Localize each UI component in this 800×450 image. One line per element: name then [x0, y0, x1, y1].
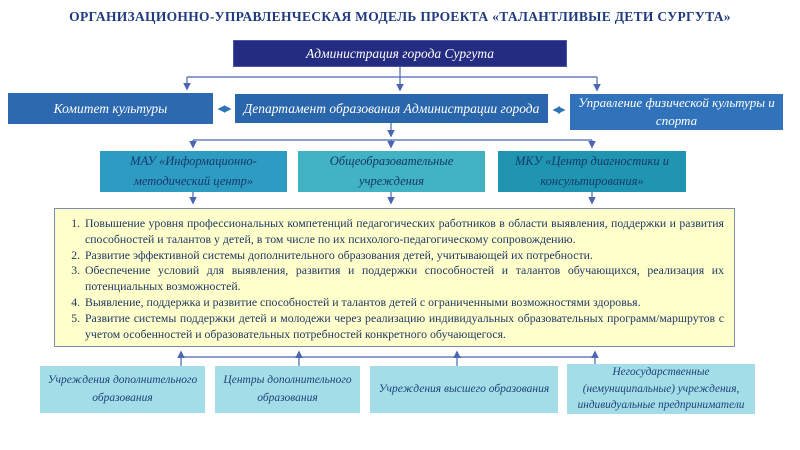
task-item: Развитие системы поддержки детей и молод…	[83, 311, 724, 343]
node-culture-committee-label: Комитет культуры	[53, 100, 168, 116]
node-private-organizations-label: Негосударственные (немуниципальные) учре…	[577, 366, 745, 412]
node-city-administration: Администрация города Сургута	[233, 40, 567, 67]
task-item: Повышение уровня профессиональных компет…	[83, 216, 724, 248]
node-private-organizations: Негосударственные (немуниципальные) учре…	[567, 364, 755, 414]
task-item: Обеспечение условий для выявления, разви…	[83, 263, 724, 295]
node-schools-label: Общеобразовательные учреждения	[329, 154, 454, 188]
node-higher-education-label: Учреждения высшего образования	[378, 382, 550, 395]
node-additional-education-centers: Центры дополнительного образования	[215, 366, 360, 413]
node-education-department-label: Департамент образования Администрации го…	[243, 100, 540, 116]
node-education-department: Департамент образования Администрации го…	[235, 94, 548, 123]
node-imc-label: МАУ «Информационно-методический центр»	[130, 154, 257, 188]
node-sport-department: Управление физической культуры и спорта	[570, 94, 783, 130]
tasks-panel: Повышение уровня профессиональных компет…	[54, 208, 735, 347]
tasks-list: Повышение уровня профессиональных компет…	[55, 209, 734, 348]
node-diagnostics-center-label: МКУ «Центр диагностики и консультировани…	[515, 154, 669, 188]
task-item: Развитие эффективной системы дополнитель…	[83, 248, 724, 264]
node-sport-department-label: Управление физической культуры и спорта	[578, 95, 775, 128]
node-additional-education-label: Учреждения дополнительного образования	[47, 374, 198, 404]
diagram-title: ОРГАНИЗАЦИОННО-УПРАВЛЕНЧЕСКАЯ МОДЕЛЬ ПРО…	[69, 9, 731, 24]
task-item: Выявление, поддержка и развитие способно…	[83, 295, 724, 311]
node-city-administration-label: Администрация города Сургута	[305, 45, 495, 61]
node-schools: Общеобразовательные учреждения	[298, 151, 485, 192]
node-additional-education: Учреждения дополнительного образования	[40, 366, 205, 413]
node-culture-committee: Комитет культуры	[8, 93, 213, 124]
node-diagnostics-center: МКУ «Центр диагностики и консультировани…	[498, 151, 686, 192]
node-additional-education-centers-label: Центры дополнительного образования	[223, 374, 352, 404]
node-imc: МАУ «Информационно-методический центр»	[100, 151, 287, 192]
node-higher-education: Учреждения высшего образования	[370, 366, 558, 413]
